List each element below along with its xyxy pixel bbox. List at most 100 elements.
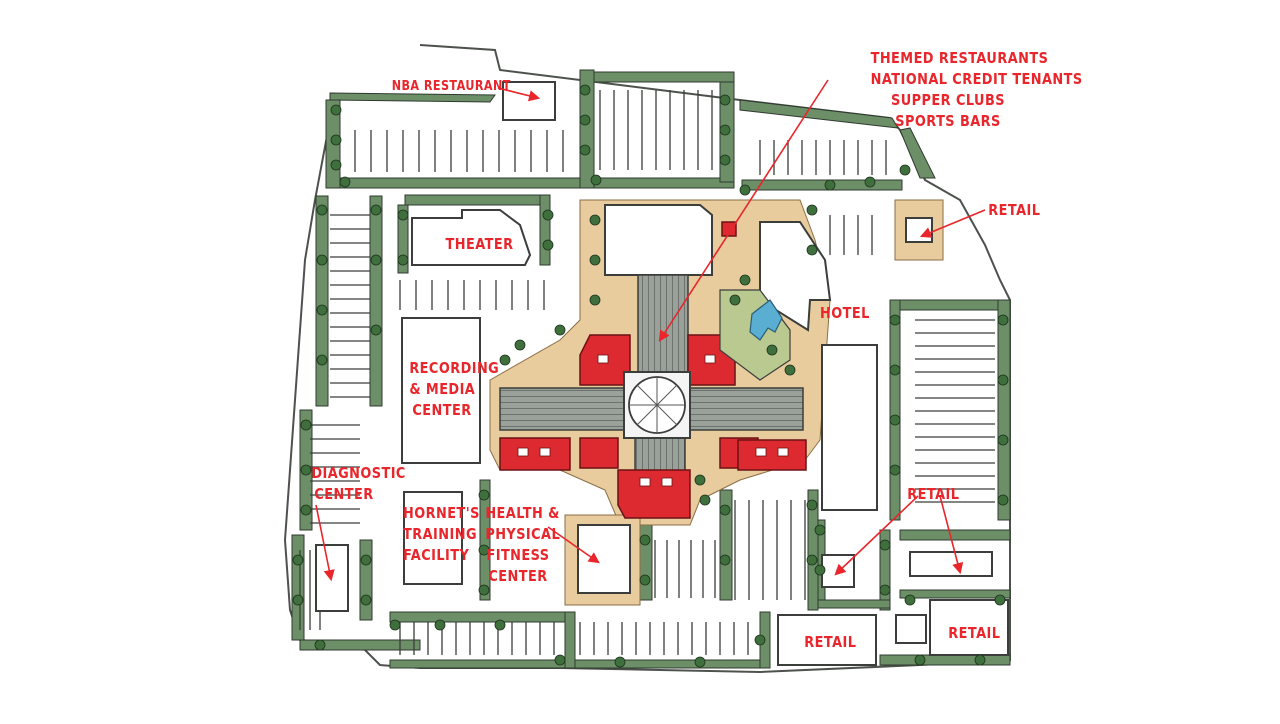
parking-stalls <box>299 90 995 655</box>
label-hornets-line-1: HORNET'S <box>403 504 480 522</box>
tree <box>292 554 304 566</box>
tree <box>719 154 731 166</box>
central-rotunda <box>623 371 691 439</box>
tree <box>579 84 591 96</box>
label-recording-line-1: RECORDING <box>409 359 500 377</box>
tree <box>330 104 342 116</box>
tree <box>494 619 506 631</box>
tree <box>397 209 409 221</box>
roof-skylights <box>517 354 789 487</box>
tree <box>889 314 901 326</box>
tree <box>590 174 602 186</box>
label-recording-line-3: CENTER <box>412 401 472 419</box>
label-health-block: HEALTH & PHYSICAL FITNESS CENTER <box>480 503 561 587</box>
label-hornets-line-3: FACILITY <box>403 546 470 564</box>
label-retail-south: RETAIL <box>804 633 857 651</box>
tree <box>478 489 490 501</box>
tree <box>814 524 826 536</box>
label-health-line-4: CENTER <box>488 567 548 585</box>
tree <box>784 364 796 376</box>
tree <box>316 304 328 316</box>
tree <box>904 594 916 606</box>
tree <box>806 499 818 511</box>
tree <box>589 254 601 266</box>
tree <box>974 654 986 666</box>
label-themed-line-4: SPORTS BARS <box>895 112 1001 130</box>
tree <box>314 639 326 651</box>
tree <box>300 504 312 516</box>
tree <box>889 414 901 426</box>
label-diagnostic-line-1: DIAGNOSTIC <box>311 464 406 482</box>
tree <box>360 594 372 606</box>
courtyard <box>719 289 791 381</box>
label-theater: THEATER <box>445 235 514 253</box>
label-retail-ne: RETAIL <box>988 201 1041 219</box>
tree <box>300 419 312 431</box>
tree <box>994 594 1006 606</box>
tree <box>397 254 409 266</box>
tree <box>316 354 328 366</box>
label-health-line-2: PHYSICAL <box>485 525 561 543</box>
label-nba-restaurant: NBA RESTAURANT <box>391 79 511 94</box>
tree <box>719 94 731 106</box>
tree <box>300 464 312 476</box>
tree <box>729 294 741 306</box>
tree <box>806 204 818 216</box>
tree <box>997 434 1009 446</box>
label-themed-line-3: SUPPER CLUBS <box>891 91 1005 109</box>
tree <box>330 134 342 146</box>
tree <box>879 584 891 596</box>
tree <box>389 619 401 631</box>
tree <box>554 324 566 336</box>
tree <box>554 654 566 666</box>
tree <box>719 504 731 516</box>
label-recording-line-2: & MEDIA <box>409 380 476 398</box>
tree <box>499 354 511 366</box>
tree <box>339 176 351 188</box>
tree <box>614 656 626 668</box>
tree <box>899 164 911 176</box>
tree <box>719 554 731 566</box>
label-recording-block: RECORDING & MEDIA CENTER <box>404 358 500 421</box>
tree <box>739 274 751 286</box>
tree <box>694 474 706 486</box>
tree <box>478 544 490 556</box>
tree <box>766 344 778 356</box>
tree <box>370 324 382 336</box>
tree <box>806 554 818 566</box>
tree <box>360 554 372 566</box>
annotation-arrows <box>315 79 986 582</box>
tree <box>814 564 826 576</box>
tree <box>639 574 651 586</box>
label-diagnostic-line-2: CENTER <box>314 485 374 503</box>
tree <box>864 176 876 188</box>
tree <box>316 254 328 266</box>
tree <box>889 464 901 476</box>
tree <box>542 209 554 221</box>
tree <box>579 114 591 126</box>
pool <box>749 299 783 341</box>
tree <box>514 339 526 351</box>
tree <box>370 204 382 216</box>
tree <box>292 594 304 606</box>
label-themed-block: THEMED RESTAURANTS NATIONAL CREDIT TENAN… <box>858 48 1083 132</box>
tree <box>330 159 342 171</box>
tree <box>997 374 1009 386</box>
label-retail-south-east: RETAIL <box>948 624 1001 642</box>
label-health-line-1: HEALTH & <box>485 504 560 522</box>
tree <box>694 656 706 668</box>
tree <box>589 294 601 306</box>
label-themed-line-1: THEMED RESTAURANTS <box>870 49 1049 67</box>
tree <box>434 619 446 631</box>
tree <box>806 244 818 256</box>
tree <box>914 654 926 666</box>
label-hotel: HOTEL <box>820 304 870 322</box>
tree <box>889 364 901 376</box>
tree <box>879 539 891 551</box>
tree <box>719 124 731 136</box>
label-health-line-3: FITNESS <box>486 546 550 564</box>
label-hornets-block: HORNET'S TRAINING FACILITY <box>398 503 480 566</box>
tree <box>754 634 766 646</box>
